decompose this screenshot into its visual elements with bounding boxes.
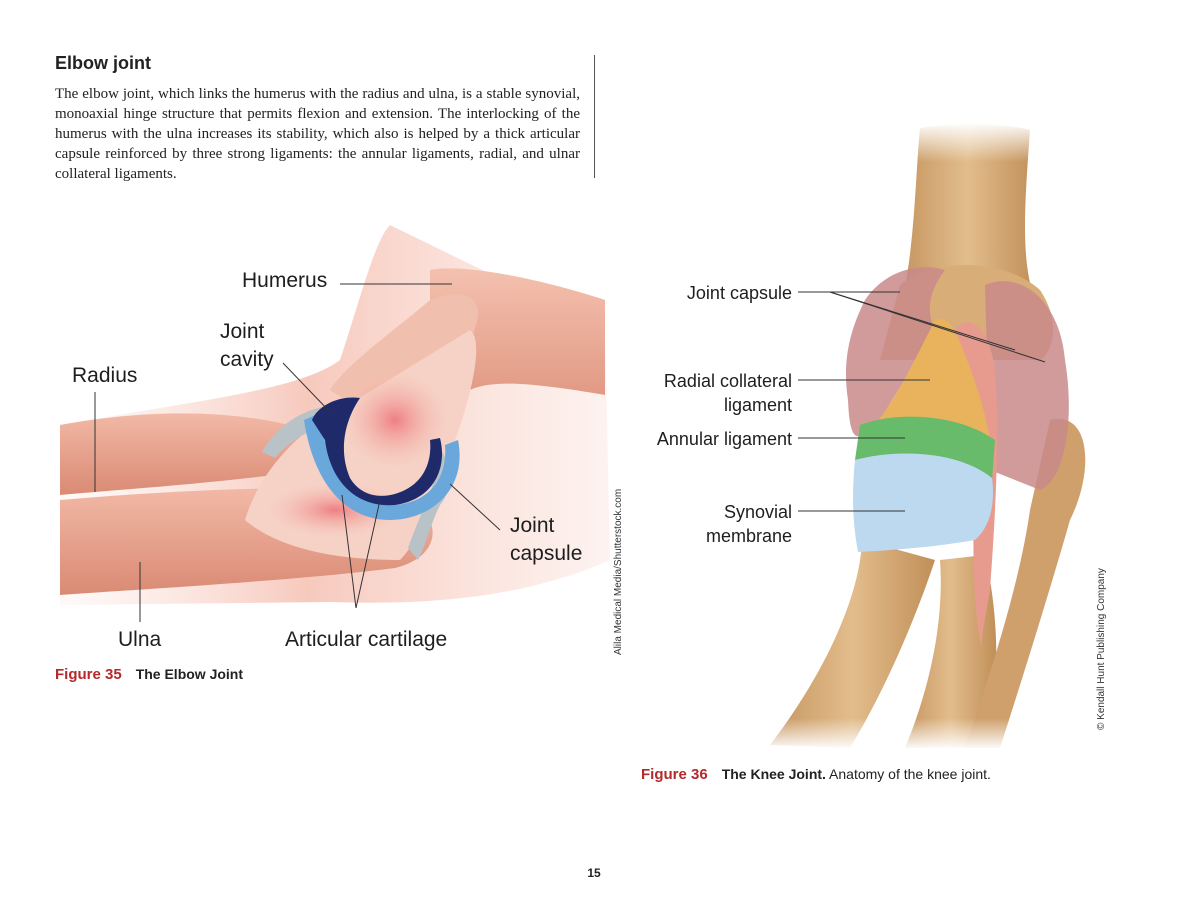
label-joint-cavity-line2: cavity [220,348,274,371]
label-annular-ligament: Annular ligament [657,429,792,449]
label-joint-capsule-line2: capsule [510,542,582,565]
figure36-number: Figure 36 [641,766,708,783]
column-divider [594,55,595,178]
knee-bottom-fade [740,718,1040,750]
humerus-marrow [340,370,450,470]
label-radial-collateral-line2: ligament [724,395,792,415]
figure36-caption: Figure 36 The Knee Joint. Anatomy of the … [641,766,991,783]
label-knee-joint-capsule: Joint capsule [687,283,792,303]
label-joint-capsule-line1: Joint [510,514,555,537]
elbow-joint-cavity [312,397,443,506]
label-synovial-line2: membrane [706,526,792,546]
section-title: Elbow joint [55,53,151,73]
figure35-number: Figure 35 [55,666,122,683]
figure36-credit: © Kendall Hunt Publishing Company [1096,568,1107,730]
radius-bone [60,413,327,495]
knee-joint-illustration: Joint capsule Radial collateral ligament… [657,122,1086,750]
knee-joint-capsule [845,267,1069,490]
label-humerus: Humerus [242,269,327,292]
figure36-title: The Knee Joint. [721,766,826,782]
figure35-caption: Figure 35 The Elbow Joint [55,666,243,683]
figure35-title: The Elbow Joint [135,666,244,682]
label-joint-cavity-line1: Joint [220,320,265,343]
knee-leader-lines [798,291,1046,512]
radial-collateral-ligament-shape [875,319,990,440]
label-articular-cartilage: Articular cartilage [285,628,447,651]
figure36-description: Anatomy of the knee joint. [829,766,991,782]
synovial-membrane-shape [853,453,994,552]
body-paragraph: The elbow joint, which links the humerus… [55,86,580,182]
tibia-bone [770,540,997,748]
elbow-joint-illustration: Humerus Joint cavity Radius Joint capsul… [60,225,610,651]
elbow-articular-cartilage [304,414,460,520]
label-synovial-line1: Synovial [724,502,792,522]
label-radial-collateral-line1: Radial collateral [664,371,792,391]
label-ulna: Ulna [118,628,162,651]
page-number: 15 [587,866,601,880]
knee-top-fade [880,122,1060,162]
elbow-leader-lines [94,283,501,622]
fibula-bone [965,418,1086,748]
label-radius: Radius [72,364,137,387]
